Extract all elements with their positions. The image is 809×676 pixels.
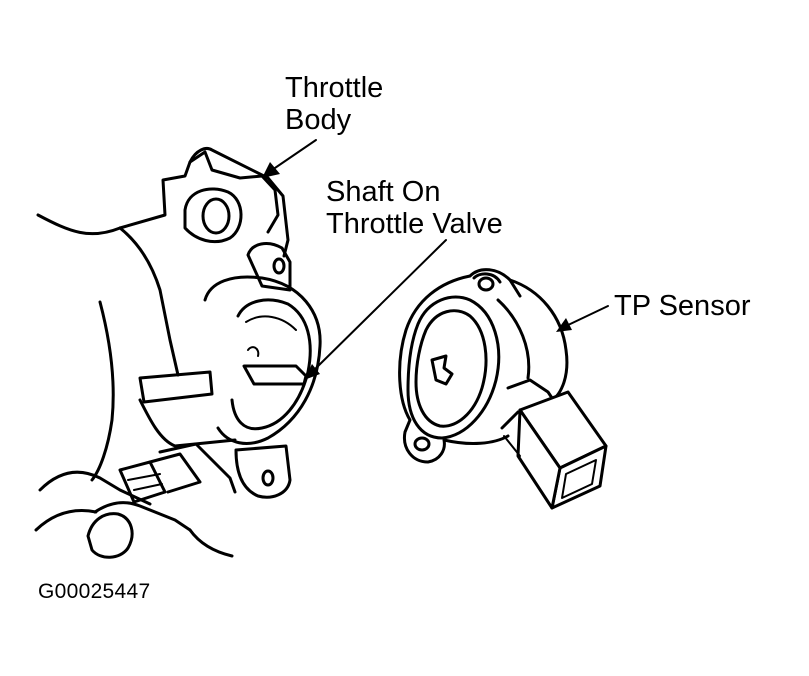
throttle-body-label-line-1: Throttle [285, 72, 384, 104]
figure-id: G00025447 [38, 580, 151, 603]
throttle-body-label-line-2: Body [285, 104, 352, 136]
throttle-body-drawing [34, 147, 322, 559]
tp-sensor-label: TP Sensor [614, 290, 750, 322]
shaft-label-line-1: Shaft On [326, 176, 441, 208]
tp-sensor-drawing [398, 268, 608, 510]
shaft-label: Shaft On Throttle Valve [326, 176, 503, 240]
shaft-label-line-2: Throttle Valve [326, 208, 503, 240]
throttle-body-label: Throttle Body [285, 72, 383, 136]
tp-sensor-label-text: TP Sensor [614, 290, 751, 322]
leader-arrows [262, 139, 609, 380]
